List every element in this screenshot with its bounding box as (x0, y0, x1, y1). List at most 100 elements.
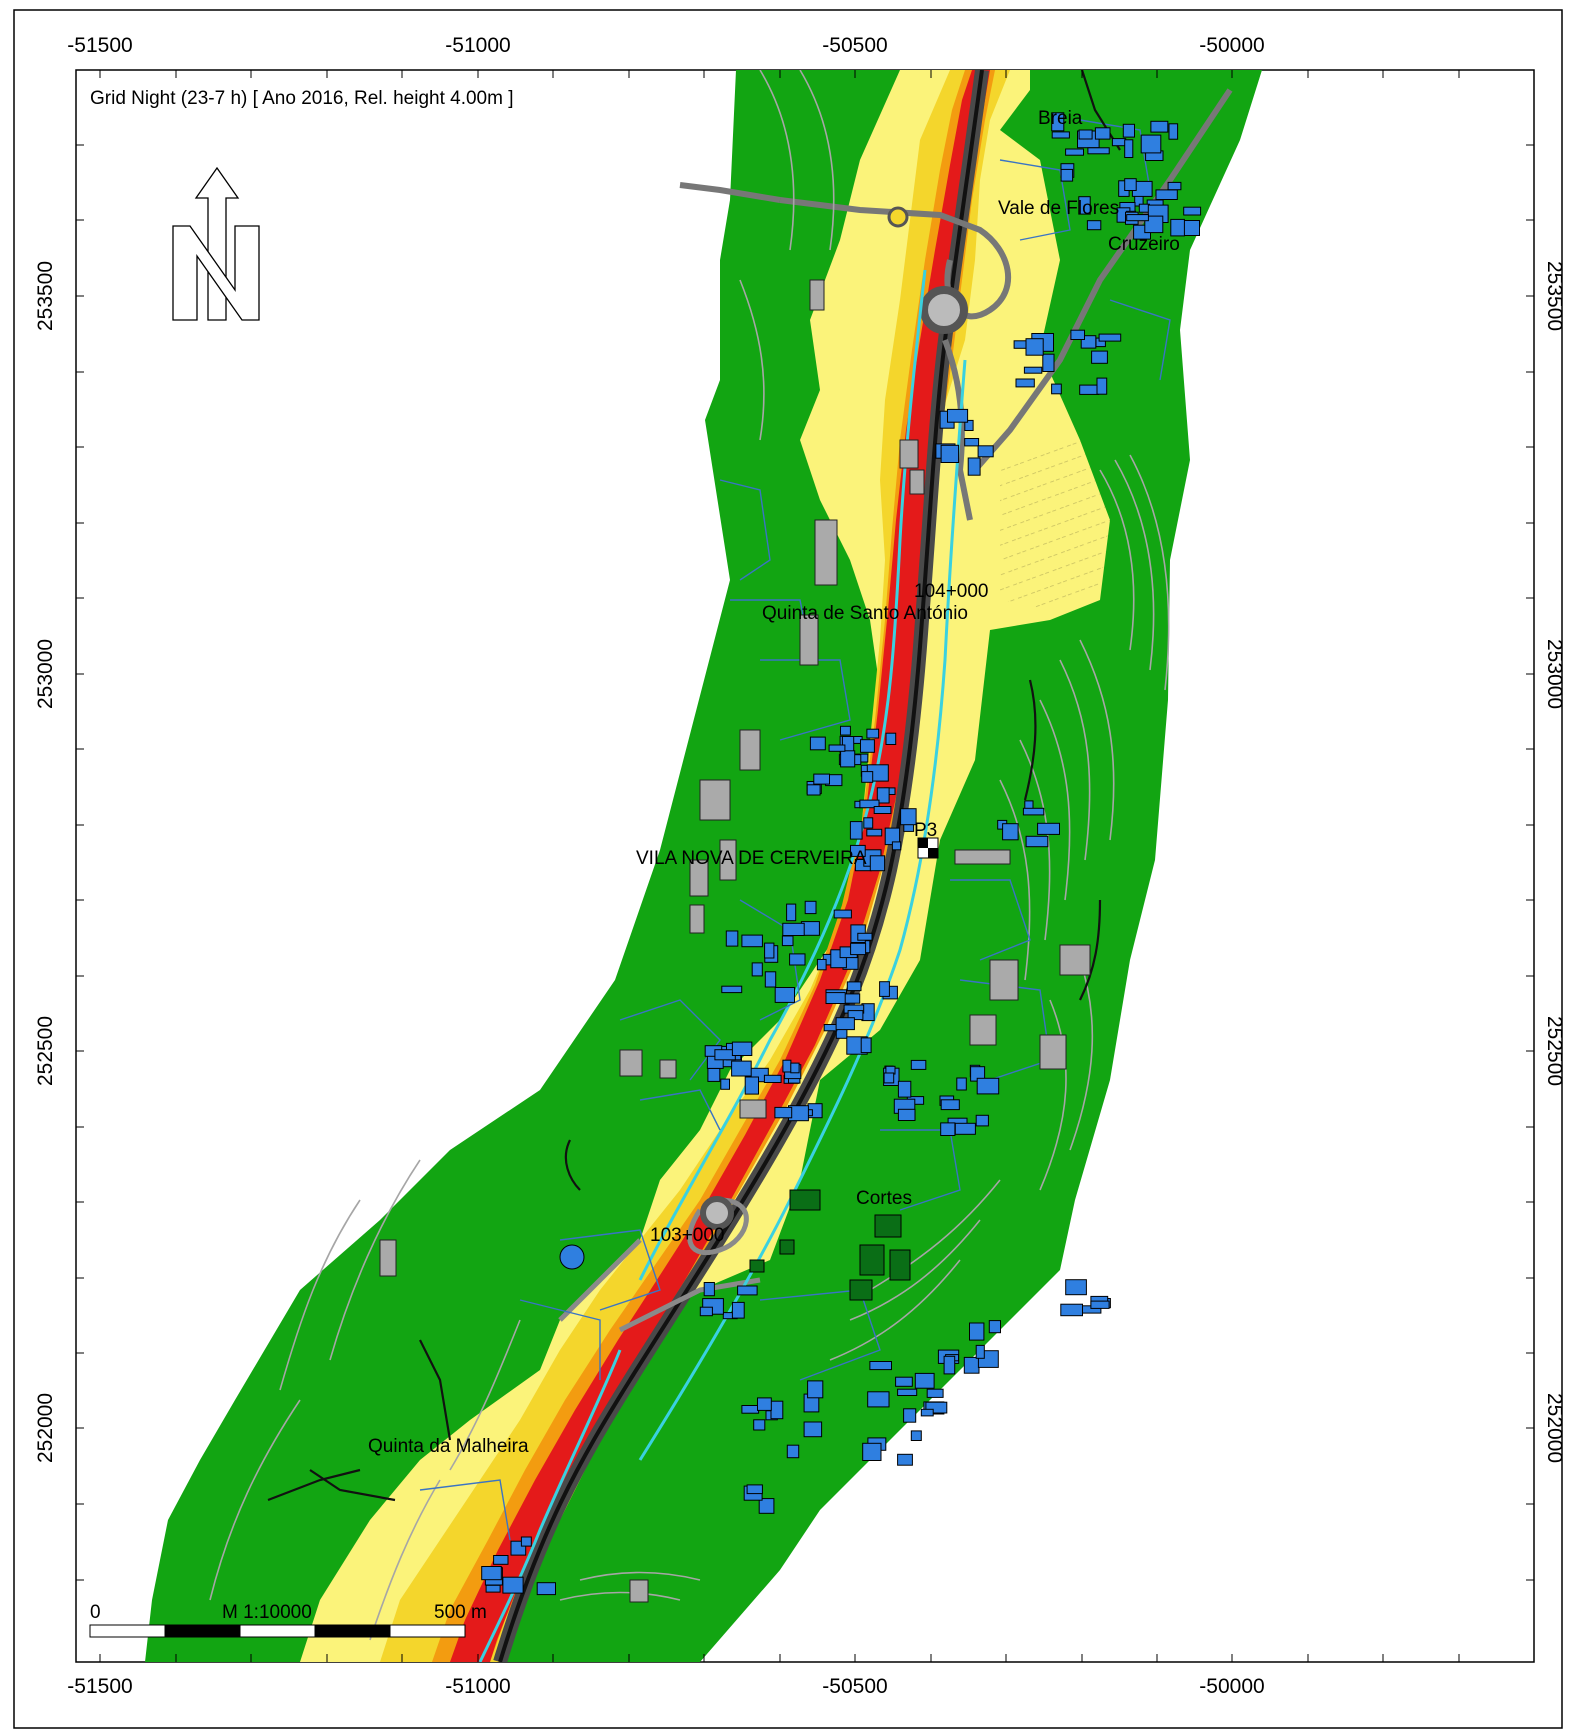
x-tick-top-1: -51500 (67, 34, 132, 57)
building (782, 922, 805, 936)
chainage-upper: 104+000 (914, 581, 989, 602)
building (975, 1344, 985, 1359)
building (940, 1099, 960, 1111)
building (879, 981, 890, 997)
building (731, 1301, 745, 1319)
building (1087, 147, 1110, 155)
building (956, 1077, 967, 1091)
building (1182, 220, 1201, 236)
building (1065, 1279, 1087, 1296)
hatched-zone (1000, 440, 1110, 610)
place-quinta-malheira: Quinta da Malheira (368, 1436, 529, 1457)
building (520, 1536, 532, 1547)
building (869, 855, 886, 872)
building (861, 771, 874, 783)
building (988, 1320, 1001, 1334)
building (976, 1077, 1000, 1095)
building (859, 799, 880, 809)
building (764, 971, 777, 988)
building (1079, 384, 1100, 395)
y-tick-right-4: 252000 (1543, 1393, 1566, 1463)
building (741, 934, 763, 948)
outer-frame (13, 9, 1563, 1729)
building (763, 1074, 782, 1084)
building (764, 942, 775, 959)
building (1025, 338, 1044, 356)
building (786, 1444, 800, 1459)
chainage-lower: 103+000 (650, 1225, 725, 1246)
building (849, 821, 863, 840)
building (1098, 333, 1122, 342)
building (781, 935, 794, 947)
buildings-green (749, 1189, 911, 1301)
building (1090, 1300, 1110, 1309)
building (757, 1397, 772, 1411)
building (1002, 823, 1019, 841)
feature-lines (267, 70, 1121, 1502)
building (725, 930, 739, 947)
building (1122, 123, 1136, 138)
y-tick-right-2: 253000 (1543, 639, 1566, 709)
building (1070, 329, 1086, 341)
x-tick-top-3: -50500 (822, 34, 887, 57)
building (897, 1108, 916, 1122)
building (753, 1419, 766, 1431)
building (806, 784, 821, 796)
building (895, 1376, 913, 1387)
building (720, 1078, 730, 1090)
building (1037, 822, 1060, 835)
building (897, 1388, 918, 1396)
building (774, 987, 796, 1003)
building (969, 1322, 985, 1341)
building (867, 1391, 890, 1408)
point-p3-label: P3 (914, 820, 937, 841)
building (737, 1285, 758, 1296)
building (1126, 214, 1149, 222)
building (840, 725, 851, 736)
building (897, 1453, 913, 1466)
building (883, 1072, 895, 1084)
building (910, 1430, 922, 1442)
building (846, 981, 862, 992)
scale-end-label: 500 m (434, 1602, 487, 1623)
building (1078, 129, 1093, 140)
building (897, 1080, 912, 1098)
building (850, 942, 867, 956)
building (774, 1106, 793, 1119)
place-vale-de-flores: Vale de Flores (998, 198, 1119, 219)
building (833, 909, 852, 919)
building (1051, 112, 1065, 132)
building (903, 1408, 917, 1423)
building (1150, 120, 1169, 133)
building (1168, 123, 1179, 140)
building (910, 1059, 927, 1070)
building (707, 1067, 721, 1082)
building (964, 438, 980, 447)
building (493, 1555, 509, 1565)
building (975, 1114, 989, 1127)
building (731, 1041, 753, 1056)
building (914, 1372, 935, 1389)
building (809, 736, 826, 751)
building (1060, 168, 1074, 182)
building (828, 744, 846, 752)
building (502, 1576, 524, 1594)
building (813, 773, 830, 785)
y-tick-right-3: 252500 (1543, 1016, 1566, 1086)
building (1124, 178, 1137, 191)
building (873, 806, 892, 814)
scale-bar (89, 1624, 466, 1638)
building (1155, 189, 1178, 200)
building (536, 1582, 557, 1596)
building (746, 1484, 763, 1495)
secondary-roads-2 (558, 1197, 761, 1333)
scale-start-label: 0 (90, 1602, 101, 1623)
building (825, 992, 846, 1004)
building (1015, 378, 1035, 388)
building (866, 828, 883, 837)
building (900, 808, 917, 826)
scale-text: M 1:10000 (222, 1602, 312, 1623)
building (967, 457, 981, 476)
y-tick-right-1: 253500 (1543, 261, 1566, 331)
